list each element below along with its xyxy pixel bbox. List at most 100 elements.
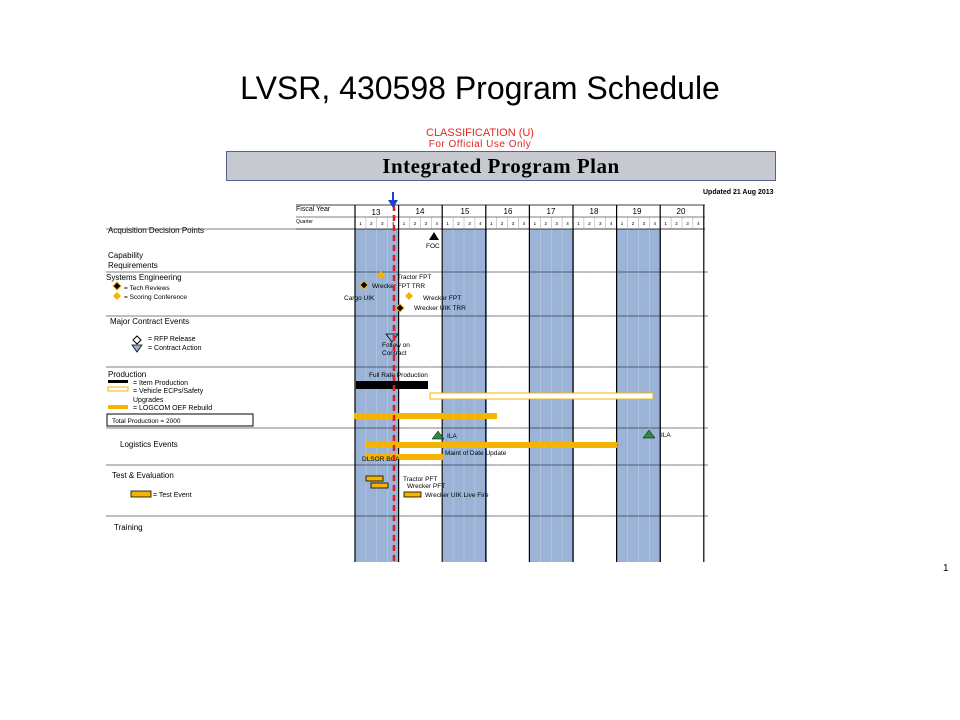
year-label: 15: [461, 207, 470, 216]
tractor-pft-label: Tractor PFT: [403, 476, 437, 483]
cargo-uik-label: Cargo UIK: [344, 295, 375, 302]
quarter-number: 1: [446, 221, 449, 226]
total-production: Total Production = 2000: [112, 418, 181, 425]
wrecker-fpt-label: Wrecker FPT: [423, 295, 461, 302]
quarter-number: 1: [403, 221, 406, 226]
item-production-bar: [356, 381, 428, 389]
legend-contract-action: = Contract Action: [148, 345, 202, 352]
maint-update-bar: [366, 442, 617, 448]
quarter-number: 3: [686, 221, 689, 226]
ila-label: ILA: [447, 433, 457, 440]
quarter-number: 2: [632, 221, 635, 226]
ila-milestone-icon-2: [642, 429, 656, 439]
quarter-number: 4: [392, 221, 395, 226]
row-systems-engineering: Systems Engineering: [106, 273, 182, 282]
quarter-number: 2: [457, 221, 460, 226]
item-production-legend-bar: [108, 380, 128, 383]
quarter-number: 3: [468, 221, 471, 226]
quarter-number: 1: [490, 221, 493, 226]
quarter-number: 1: [664, 221, 667, 226]
row-logistics: Logistics Events: [120, 440, 178, 449]
quarter-number: 4: [435, 221, 438, 226]
quarter-number: 3: [381, 221, 384, 226]
ila-label-2: ILA: [661, 432, 671, 439]
legend-upgrades: Upgrades: [133, 397, 164, 404]
contract-triangle-icon: [131, 344, 143, 353]
scoring-diamond-icon: [113, 292, 121, 300]
row-acquisition: Acquisition Decision Points: [108, 226, 204, 235]
row-test-evaluation: Test & Evaluation: [112, 471, 174, 480]
quarter-number: 4: [523, 221, 526, 226]
foc-label: FOC: [426, 243, 440, 250]
fy19-shade: [617, 205, 661, 562]
wrecker-pft-bar: [370, 482, 389, 489]
quarter-number: 3: [555, 221, 558, 226]
foc-milestone-icon: [429, 232, 439, 240]
quarter-number: 3: [643, 221, 646, 226]
quarter-number: 4: [697, 221, 700, 226]
follow-on-label: Follow on: [382, 342, 410, 349]
fiscal-year-label: Fiscal Year: [296, 206, 331, 213]
row-requirements: Requirements: [108, 261, 158, 270]
wrecker-uik-bar: [403, 491, 422, 498]
wrecker-fpt-diamond-icon: [405, 292, 413, 300]
wrecker-uik-trr-diamond-icon: [395, 303, 405, 313]
legend-tech-reviews: = Tech Reviews: [124, 285, 170, 292]
row-production: Production: [108, 370, 146, 379]
vehicle-ecp-bar: [429, 392, 654, 400]
quarter-number: 2: [544, 221, 547, 226]
quarter-number: 4: [479, 221, 482, 226]
quarter-number: 4: [653, 221, 656, 226]
slide-title: LVSR, 430598 Program Schedule: [240, 70, 720, 106]
dlsor-bar: [366, 454, 443, 460]
legend-vehicle-ecps: = Vehicle ECPs/Safety: [133, 388, 204, 395]
plan-banner: Integrated Program Plan: [226, 151, 776, 181]
classification-marking: CLASSIFICATION (U) For Official Use Only: [0, 127, 960, 151]
legend-test-event: = Test Event: [153, 492, 192, 499]
wrecker-uik-live-label: Wrecker UIK Live Fire: [425, 492, 489, 499]
year-label: 20: [677, 207, 686, 216]
quarter-label: Quarter: [296, 219, 313, 225]
wrecker-fpt-trr-label: Wrecker FPT TRR: [372, 283, 425, 290]
wrecker-pft-label: Wrecker PFT: [407, 483, 445, 490]
quarter-number: 2: [588, 221, 591, 226]
quarter-number: 3: [512, 221, 515, 226]
legend-rfp: = RFP Release: [148, 336, 196, 343]
quarter-number: 2: [501, 221, 504, 226]
quarter-number: 2: [414, 221, 417, 226]
fy17-shade: [530, 205, 574, 562]
wrecker-uik-trr-label: Wrecker UIK TRR: [414, 305, 466, 312]
year-label: 13: [372, 208, 381, 217]
quarter-number: 2: [370, 221, 373, 226]
fouo-label: For Official Use Only: [428, 139, 532, 150]
quarter-number: 1: [577, 221, 580, 226]
row-labels: Acquisition Decision Points Capability R…: [106, 226, 212, 532]
classification-label: CLASSIFICATION (U): [426, 127, 534, 139]
quarter-number: 1: [621, 221, 624, 226]
full-rate-label: Full Rate Production: [369, 372, 428, 379]
quarter-number: 3: [425, 221, 428, 226]
rfp-diamond-icon: [132, 335, 142, 345]
legend-logcom: = LOGCOM OEF Rebuild: [133, 405, 212, 412]
row-training: Training: [114, 523, 143, 532]
page-number: 1: [943, 563, 949, 574]
ila-milestone-icon: [431, 430, 445, 440]
legend-item-production: = Item Production: [133, 380, 188, 387]
ecp-legend-bar: [107, 386, 129, 392]
follow-on-label-2: Contract: [382, 350, 407, 357]
maint-update-label: Maint of Date Update: [445, 450, 507, 457]
updated-date: Updated 21 Aug 2013: [703, 189, 774, 196]
tractor-fpt-diamond-icon: [377, 271, 385, 279]
year-label: 14: [416, 207, 425, 216]
logcom-legend-bar: [108, 405, 128, 409]
wrecker-fpt-trr-diamond-icon: [359, 280, 369, 290]
row-contract-events: Major Contract Events: [110, 317, 189, 326]
quarter-number: 4: [566, 221, 569, 226]
year-label: 17: [547, 207, 556, 216]
tech-review-diamond-icon: [112, 281, 122, 291]
total-production-box: [106, 413, 254, 427]
row-capability: Capability: [108, 251, 143, 260]
test-event-legend-bar: [130, 490, 152, 498]
